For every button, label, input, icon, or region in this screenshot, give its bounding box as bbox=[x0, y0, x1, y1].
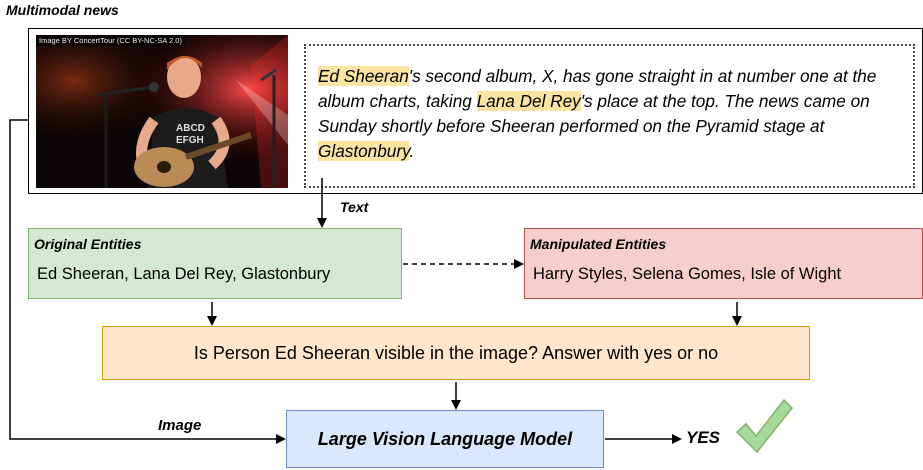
news-text-segment: . bbox=[409, 141, 415, 161]
lvlm-box: Large Vision Language Model bbox=[286, 410, 604, 468]
svg-text:EFGH: EFGH bbox=[176, 135, 204, 146]
news-text-box: Ed Sheeran's second album, X, has gone s… bbox=[304, 44, 915, 188]
highlighted-entity: Glastonbury bbox=[318, 141, 410, 161]
news-text: Ed Sheeran's second album, X, has gone s… bbox=[318, 64, 908, 164]
question-prompt-box: Is Person Ed Sheeran visible in the imag… bbox=[102, 326, 810, 380]
answer-label: YES bbox=[686, 428, 721, 447]
manipulated-entities-title: Manipulated Entities bbox=[530, 236, 667, 252]
highlighted-entity: Ed Sheeran bbox=[318, 66, 409, 86]
original-entities-list: Ed Sheeran, Lana Del Rey, Glastonbury bbox=[37, 265, 331, 283]
highlighted-entity: Lana Del Rey bbox=[476, 91, 581, 111]
manipulated-entities-box: Manipulated Entities Harry Styles, Selen… bbox=[524, 228, 923, 299]
check-mark-icon bbox=[735, 398, 794, 454]
concert-photo-illustration: ABCD EFGH bbox=[36, 35, 288, 188]
news-photo: ABCD EFGH Image BY ConcertTour (CC BY-NC… bbox=[36, 35, 288, 188]
section-title: Multimodal news bbox=[6, 2, 119, 18]
image-edge-label: Image bbox=[158, 417, 202, 434]
original-entities-title: Original Entities bbox=[34, 236, 142, 252]
photo-credit: Image BY ConcertTour (CC BY-NC-SA 2.0) bbox=[36, 35, 185, 46]
manipulated-entities-list: Harry Styles, Selena Gomes, Isle of Wigh… bbox=[533, 265, 842, 283]
text-edge-label: Text bbox=[340, 199, 369, 215]
arrow-image-to-model bbox=[9, 119, 286, 444]
news-text-segment: 's place at the top. The news came on Su… bbox=[318, 91, 870, 136]
news-text-segment: 's second album, X, has gone straight in… bbox=[318, 66, 877, 111]
original-entities-box: Original Entities Ed Sheeran, Lana Del R… bbox=[28, 228, 402, 299]
svg-text:ABCD: ABCD bbox=[176, 123, 205, 134]
